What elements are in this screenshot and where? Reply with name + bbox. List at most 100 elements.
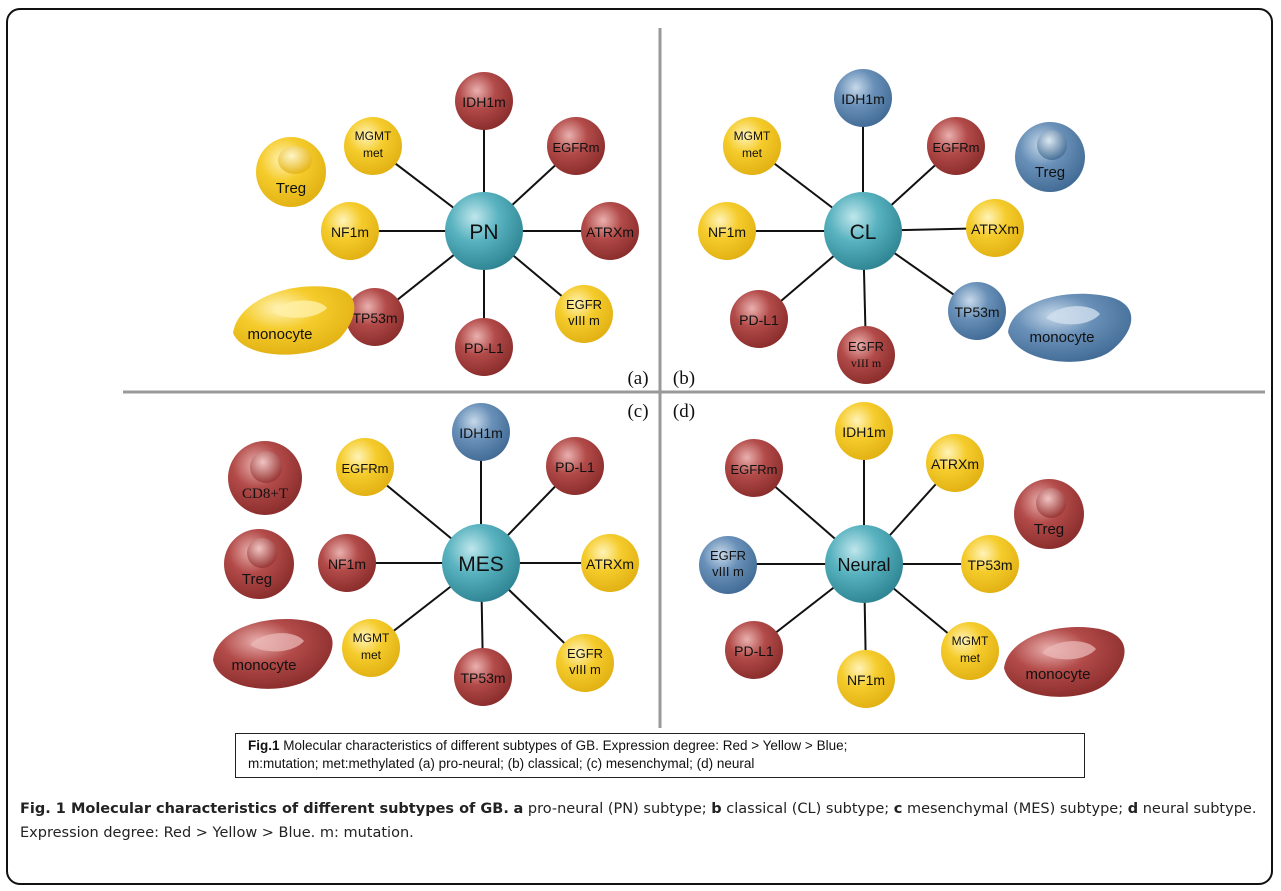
caption-letter-b: b xyxy=(711,801,722,817)
node-d-egfrm: EGFRm xyxy=(725,439,783,497)
node-b-idh1m: IDH1m xyxy=(834,69,892,127)
svg-text:EGFR: EGFR xyxy=(848,339,884,354)
svg-text:EGFRm: EGFRm xyxy=(342,461,389,476)
figure-frame xyxy=(6,8,1273,885)
node-a-mgmt: MGMT met xyxy=(344,117,402,175)
svg-text:ATRXm: ATRXm xyxy=(586,224,634,240)
node-a-atrxm: ATRXm xyxy=(581,202,639,260)
node-b-tp53m: TP53m xyxy=(948,282,1006,340)
cell-c-treg: Treg xyxy=(224,529,294,599)
caption-letter-a: a xyxy=(513,801,524,817)
panel-label-d: (d) xyxy=(673,401,695,422)
svg-text:CL: CL xyxy=(850,221,877,244)
node-c-atrxm: ATRXm xyxy=(581,534,639,592)
node-a-pdl1: PD-L1 xyxy=(455,318,513,376)
panel-b: IDH1m EGFRm ATRXm TP53m EGFR vIII m PD-L1… xyxy=(698,69,1132,384)
figure-legend-box: Fig.1 Molecular characteristics of diffe… xyxy=(235,733,1085,778)
svg-text:EGFRm: EGFRm xyxy=(933,140,980,155)
svg-text:ATRXm: ATRXm xyxy=(586,556,634,572)
node-d-tp53m: TP53m xyxy=(961,535,1019,593)
svg-text:vIII m: vIII m xyxy=(851,356,882,370)
node-c-nf1m: NF1m xyxy=(318,534,376,592)
caption-text-b: classical (CL) subtype; xyxy=(721,801,894,817)
panel-label-b: (b) xyxy=(673,368,695,389)
node-d-nf1m: NF1m xyxy=(837,650,895,708)
svg-text:TP53m: TP53m xyxy=(967,557,1012,573)
panel-label-c: (c) xyxy=(627,401,648,422)
node-d-idh1m: IDH1m xyxy=(835,402,893,460)
svg-text:MGMT: MGMT xyxy=(734,129,771,143)
node-c-egfrm: EGFRm xyxy=(336,438,394,496)
cell-a-treg: Treg xyxy=(256,137,326,207)
cell-a-monocyte: monocyte xyxy=(233,286,355,355)
hub-mes: MES xyxy=(442,524,520,602)
svg-text:vIII m: vIII m xyxy=(569,662,601,677)
node-a-tp53m: TP53m xyxy=(346,288,404,346)
svg-text:IDH1m: IDH1m xyxy=(841,91,885,107)
cell-b-monocyte: monocyte xyxy=(1008,293,1132,362)
caption-text-d: neural subtype. Expression degree: Red >… xyxy=(20,801,1257,841)
svg-text:vIII m: vIII m xyxy=(712,564,744,579)
svg-text:vIII m: vIII m xyxy=(568,313,600,328)
legend-title: Fig.1 xyxy=(248,738,280,753)
svg-text:met: met xyxy=(363,146,384,160)
caption-letter-c: c xyxy=(893,801,903,817)
svg-text:NF1m: NF1m xyxy=(847,672,885,688)
svg-text:PD-L1: PD-L1 xyxy=(555,459,595,475)
node-b-egfrviii: EGFR vIII m xyxy=(837,326,895,384)
cell-c-monocyte: monocyte xyxy=(213,619,333,689)
node-b-egfrm: EGFRm xyxy=(927,117,985,175)
svg-text:MGMT: MGMT xyxy=(353,631,390,645)
svg-text:PN: PN xyxy=(469,221,498,244)
svg-text:IDH1m: IDH1m xyxy=(459,425,503,441)
svg-text:Treg: Treg xyxy=(276,180,306,197)
caption-letter-d: d xyxy=(1127,801,1139,817)
svg-text:TP53m: TP53m xyxy=(352,310,397,326)
svg-text:EGFRm: EGFRm xyxy=(731,462,778,477)
legend-line-1: Fig.1 Molecular characteristics of diffe… xyxy=(248,737,1084,755)
node-c-mgmt: MGMT met xyxy=(342,619,400,677)
svg-text:ATRXm: ATRXm xyxy=(971,221,1019,237)
cell-d-monocyte: monocyte xyxy=(1004,627,1125,697)
svg-text:PD-L1: PD-L1 xyxy=(734,643,774,659)
node-b-mgmt: MGMT met xyxy=(723,117,781,175)
svg-text:ATRXm: ATRXm xyxy=(931,456,979,472)
hub-neural: Neural xyxy=(825,525,903,603)
svg-text:TP53m: TP53m xyxy=(954,304,999,320)
cell-c-cd8t: CD8+T xyxy=(228,441,302,515)
svg-text:met: met xyxy=(361,648,382,662)
node-a-idh1m: IDH1m xyxy=(455,72,513,130)
legend-text-1: Molecular characteristics of different s… xyxy=(283,738,848,753)
svg-text:EGFR: EGFR xyxy=(566,297,602,312)
node-a-egfrm: EGFRm xyxy=(547,117,605,175)
node-d-pdl1: PD-L1 xyxy=(725,621,783,679)
node-c-idh1m: IDH1m xyxy=(452,403,510,461)
node-b-pdl1: PD-L1 xyxy=(730,290,788,348)
hub-cl: CL xyxy=(824,192,902,270)
svg-text:EGFRm: EGFRm xyxy=(553,140,600,155)
svg-text:PD-L1: PD-L1 xyxy=(464,340,504,356)
svg-text:NF1m: NF1m xyxy=(328,556,366,572)
svg-text:CD8+T: CD8+T xyxy=(242,486,288,502)
caption-text-a: pro-neural (PN) subtype; xyxy=(523,801,712,817)
svg-text:monocyte: monocyte xyxy=(1025,666,1090,683)
svg-text:NF1m: NF1m xyxy=(708,224,746,240)
node-d-atrxm: ATRXm xyxy=(926,434,984,492)
svg-text:MGMT: MGMT xyxy=(355,129,392,143)
node-b-atrxm: ATRXm xyxy=(966,199,1024,257)
svg-text:EGFR: EGFR xyxy=(710,548,746,563)
legend-line-2: m:mutation; met:methylated (a) pro-neura… xyxy=(248,756,755,771)
svg-text:monocyte: monocyte xyxy=(1029,329,1094,346)
svg-text:MGMT: MGMT xyxy=(952,634,989,648)
node-c-tp53m: TP53m xyxy=(454,648,512,706)
svg-text:met: met xyxy=(742,146,763,160)
svg-text:monocyte: monocyte xyxy=(247,326,312,343)
subtype-diagram: (a) (b) (c) (d) IDH1m EGFRm ATRXm EGFRvI… xyxy=(123,28,1265,728)
svg-text:Treg: Treg xyxy=(1034,521,1064,538)
figure-caption: Fig. 1 Molecular characteristics of diff… xyxy=(20,797,1265,845)
